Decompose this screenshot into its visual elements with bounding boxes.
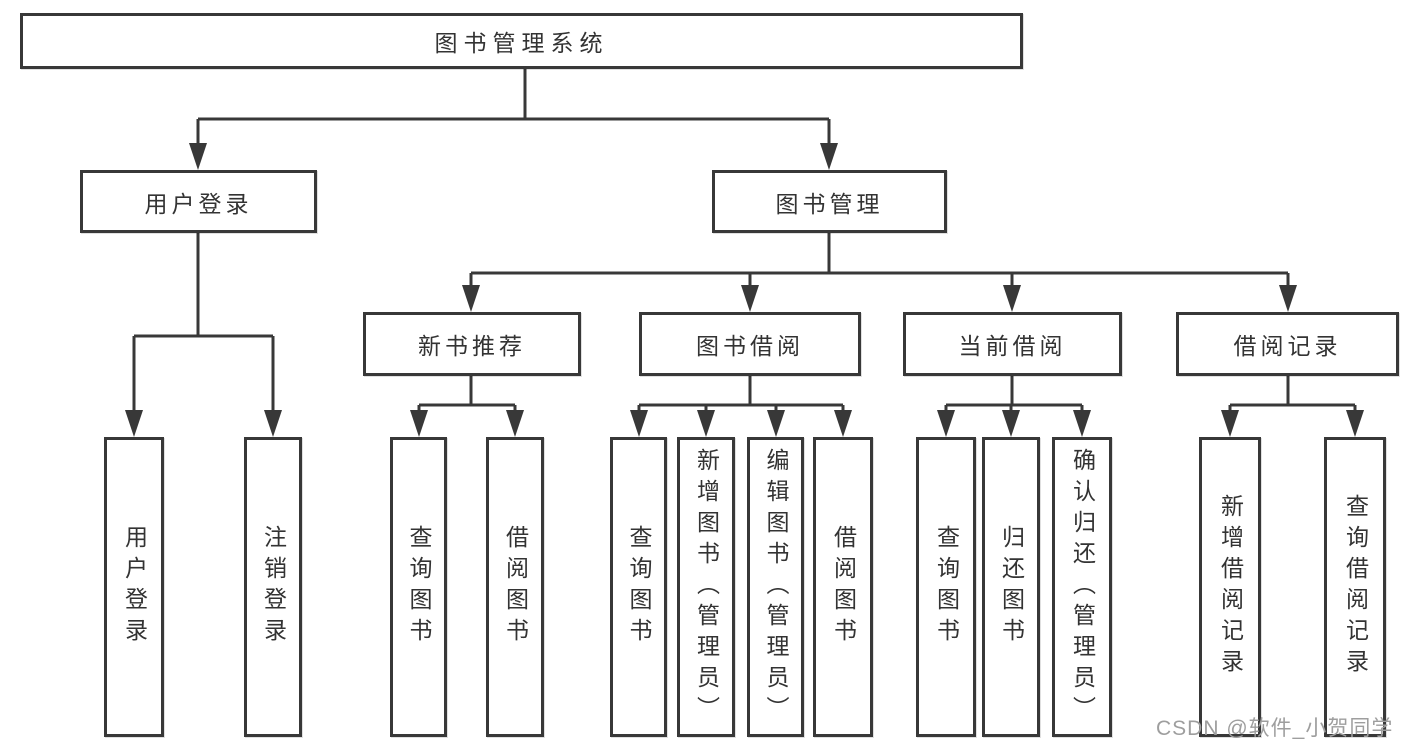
node-label: 新增图书（管理员） [693, 447, 720, 727]
csdn-watermark: CSDN @软件_小贺同学 [1156, 717, 1394, 740]
leaf-query-books-recommend: 查询图书 [390, 437, 447, 737]
connector-root-to-level2 [189, 69, 838, 170]
leaf-borrow-books: 借阅图书 [813, 437, 873, 737]
node-label: 当前借阅 [958, 333, 1067, 359]
node-label: 归还图书 [998, 525, 1025, 649]
leaf-query-borrow-record: 查询借阅记录 [1324, 437, 1386, 737]
connector-user-login-branch [125, 233, 282, 437]
connector-book-borrow-branch [630, 375, 852, 437]
connector-current-borrow-branch [937, 375, 1091, 437]
connector-book-management-branch [462, 233, 1297, 312]
node-label: 编辑图书（管理员） [763, 447, 789, 727]
leaf-user-login: 用户登录 [104, 437, 164, 737]
leaf-confirm-return-admin: 确认归还（管理员） [1052, 437, 1112, 737]
node-book-management: 图书管理 [712, 170, 947, 233]
node-label: 查询借阅记录 [1342, 494, 1369, 680]
leaf-add-borrow-record: 新增借阅记录 [1199, 437, 1261, 737]
node-label: 确认归还（管理员） [1069, 447, 1096, 727]
connector-new-book-branch [410, 375, 524, 437]
node-label: 用户登录 [121, 525, 148, 649]
node-label: 图书借阅 [696, 333, 804, 359]
node-label: 新增借阅记录 [1217, 494, 1244, 680]
node-label: 查询图书 [626, 525, 652, 649]
node-label: 新书推荐 [418, 333, 526, 359]
node-root: 图书管理系统 [20, 13, 1023, 69]
node-label: 借阅图书 [502, 525, 529, 649]
leaf-borrow-books-recommend: 借阅图书 [486, 437, 544, 737]
node-borrow-records: 借阅记录 [1176, 312, 1399, 376]
node-current-borrow: 当前借阅 [903, 312, 1122, 376]
node-label: 用户登录 [144, 190, 253, 217]
node-user-login: 用户登录 [80, 170, 317, 233]
connector-borrow-records-branch [1221, 375, 1364, 437]
node-label: 查询图书 [406, 525, 432, 649]
leaf-query-books-current: 查询图书 [916, 437, 976, 737]
leaf-query-books-borrow: 查询图书 [610, 437, 667, 737]
node-label: 注销登录 [260, 525, 287, 649]
leaf-return-book: 归还图书 [982, 437, 1040, 737]
node-label: 图书管理系统 [434, 30, 609, 56]
node-label: 图书管理 [775, 190, 884, 217]
leaf-add-book-admin: 新增图书（管理员） [677, 437, 735, 737]
node-label: 借阅记录 [1233, 333, 1342, 359]
node-new-book-recommend: 新书推荐 [363, 312, 581, 376]
node-book-borrow: 图书借阅 [639, 312, 861, 376]
leaf-edit-book-admin: 编辑图书（管理员） [747, 437, 804, 737]
leaf-logout: 注销登录 [244, 437, 302, 737]
node-label: 借阅图书 [830, 525, 857, 649]
node-label: 查询图书 [933, 525, 960, 649]
